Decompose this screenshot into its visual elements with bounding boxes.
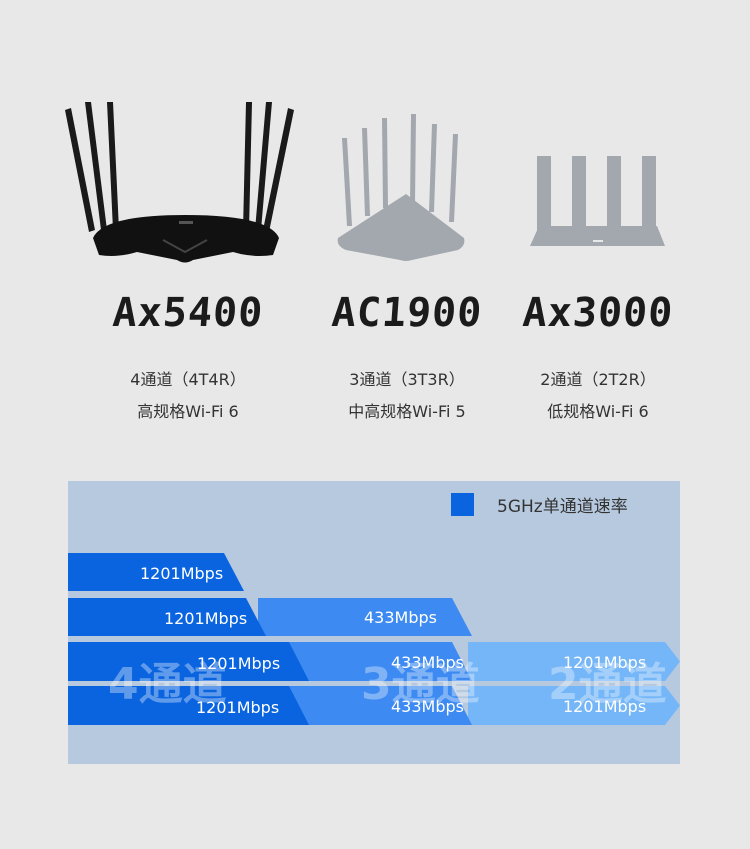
- bar-value-label: 1201Mbps: [563, 697, 646, 716]
- router-ax3000-image: [530, 156, 665, 246]
- bar-value-label: 1201Mbps: [164, 609, 247, 628]
- bar-ax5400: [68, 598, 266, 636]
- router-ax5400-image: [65, 102, 294, 263]
- wifi-spec: 中高规格Wi-Fi 5: [348, 402, 466, 421]
- wifi-spec: 低规格Wi-Fi 6: [547, 402, 649, 421]
- bar-value-label: 433Mbps: [391, 653, 464, 672]
- series-ac1900: [258, 598, 472, 725]
- series-ax3000: [468, 642, 680, 725]
- group-label: 2通道: [548, 659, 667, 710]
- bar-ax3000: [468, 642, 680, 681]
- channel-spec: 3通道（3T3R）: [349, 370, 465, 389]
- bar-value-label: 1201Mbps: [197, 654, 280, 673]
- channel-spec: 4通道（4T4R）: [130, 370, 246, 389]
- group-label: 4通道: [108, 659, 227, 710]
- bar-value-label: 433Mbps: [391, 697, 464, 716]
- model-name: Ax3000: [521, 290, 675, 336]
- product-ac1900: AC1900 3通道（3T3R） 中高规格Wi-Fi 5: [282, 90, 532, 430]
- product-ax3000: Ax3000 2通道（2T2R） 低规格Wi-Fi 6: [473, 90, 723, 430]
- bar-ax5400: [68, 686, 309, 725]
- bar-ax3000: [468, 686, 680, 725]
- wifi-spec: 高规格Wi-Fi 6: [137, 402, 239, 421]
- series-ax5400: [68, 553, 309, 725]
- chart-legend: 5GHz单通道速率: [451, 492, 628, 517]
- bar-value-label: 1201Mbps: [140, 564, 223, 583]
- bar-ax5400: [68, 642, 309, 681]
- bar-value-label: 1201Mbps: [563, 653, 646, 672]
- bar-ac1900: [258, 598, 472, 636]
- channel-spec: 2通道（2T2R）: [540, 370, 656, 389]
- bar-ac1900: [258, 642, 472, 681]
- group-label: 3通道: [361, 659, 480, 710]
- bar-value-label: 433Mbps: [364, 608, 437, 627]
- router-ac1900-image: [337, 114, 465, 261]
- model-name: Ax5400: [111, 290, 265, 336]
- bar-value-label: 1201Mbps: [196, 698, 279, 717]
- bar-ax5400: [68, 553, 244, 591]
- legend-swatch: [451, 492, 474, 516]
- product-ax5400: Ax5400 4通道（4T4R） 高规格Wi-Fi 6: [63, 90, 313, 430]
- bar-ac1900: [258, 686, 472, 725]
- legend-label: 5GHz单通道速率: [497, 496, 628, 517]
